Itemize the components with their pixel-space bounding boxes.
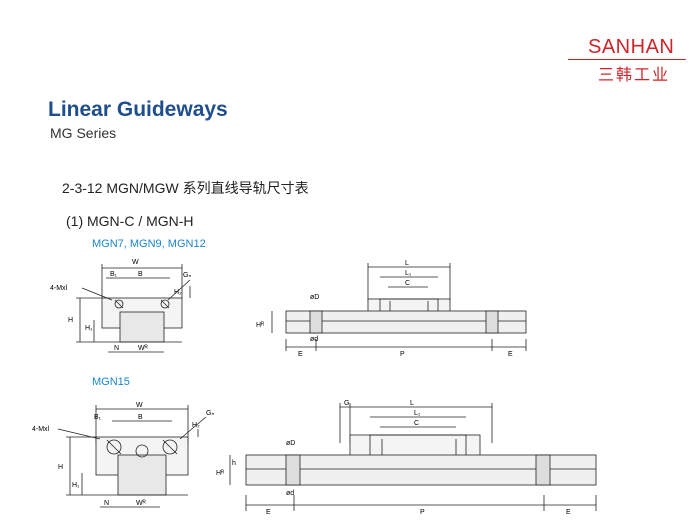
dim-mxl: 4-Mxl: [50, 285, 68, 292]
dim-P: P: [420, 509, 425, 516]
dim-D: øD: [310, 294, 319, 301]
dim-H1: H₁: [85, 325, 93, 332]
dim-B1: B₁: [110, 271, 118, 278]
brand-logo: SANHAN: [588, 36, 675, 58]
page-title: Linear Guideways: [48, 98, 228, 121]
dim-N: N: [104, 500, 109, 507]
side-view-drawing-small: L L₁ C øD ød Hᴿ E P E: [256, 260, 527, 358]
section-heading: 2-3-12 MGN/MGW 系列直线导轨尺寸表: [62, 180, 309, 196]
dim-H2: H₂: [174, 289, 182, 296]
dim-W: W: [136, 402, 143, 409]
dim-Gn: Gₙ: [183, 272, 191, 279]
dim-G: G: [344, 400, 349, 407]
dim-C: C: [414, 420, 419, 427]
dim-B1: B₁: [94, 414, 102, 421]
dim-HR: Hᴿ: [216, 470, 225, 477]
logo-divider: [568, 59, 686, 60]
dim-L: L: [410, 400, 414, 407]
dim-d: ød: [310, 336, 318, 343]
dim-E: E: [566, 509, 571, 516]
dim-C: C: [405, 280, 410, 287]
model-group-label: MGN7, MGN9, MGN12: [92, 238, 206, 250]
model-group-label: MGN15: [92, 376, 130, 388]
dim-W: W: [132, 259, 139, 266]
dim-L1: L₁: [405, 270, 412, 277]
brand-logo-chinese: 三韩工业: [598, 67, 671, 84]
dim-mxl: 4-Mxl: [32, 426, 50, 433]
dim-WR: Wᴿ: [138, 345, 149, 352]
dim-H: H: [68, 317, 73, 324]
dim-d: ød: [286, 490, 294, 497]
dim-N: N: [114, 345, 119, 352]
dim-B: B: [138, 271, 143, 278]
dim-WR: Wᴿ: [136, 500, 147, 507]
dim-D: øD: [286, 440, 295, 447]
dim-E: E: [266, 509, 271, 516]
dim-L: L: [405, 260, 409, 267]
dim-E: E: [508, 351, 513, 358]
series-name: MG Series: [50, 125, 117, 141]
front-view-drawing-mgn15: W B₁ B Gₙ 4-Mxl H₂ H H₁ N Wᴿ: [32, 402, 214, 508]
dim-Gn: Gₙ: [206, 410, 214, 417]
dim-E: E: [298, 351, 303, 358]
dim-H2: H₂: [192, 422, 200, 429]
subsection-heading: (1) MGN-C / MGN-H: [66, 213, 194, 229]
dim-HR: Hᴿ: [256, 322, 265, 329]
dim-H1: H₁: [72, 482, 80, 489]
front-view-drawing-small: W B₁ B Gₙ 4-Mxl H₂ H H₁ N Wᴿ: [50, 259, 191, 353]
side-view-drawing-mgn15: G L L₁ C øD ød Hᴿ h E P E: [216, 400, 597, 516]
dim-P: P: [400, 351, 405, 358]
dim-h: h: [232, 460, 236, 467]
dim-H: H: [58, 464, 63, 471]
dim-B: B: [138, 414, 143, 421]
dim-L1: L₁: [414, 410, 421, 417]
